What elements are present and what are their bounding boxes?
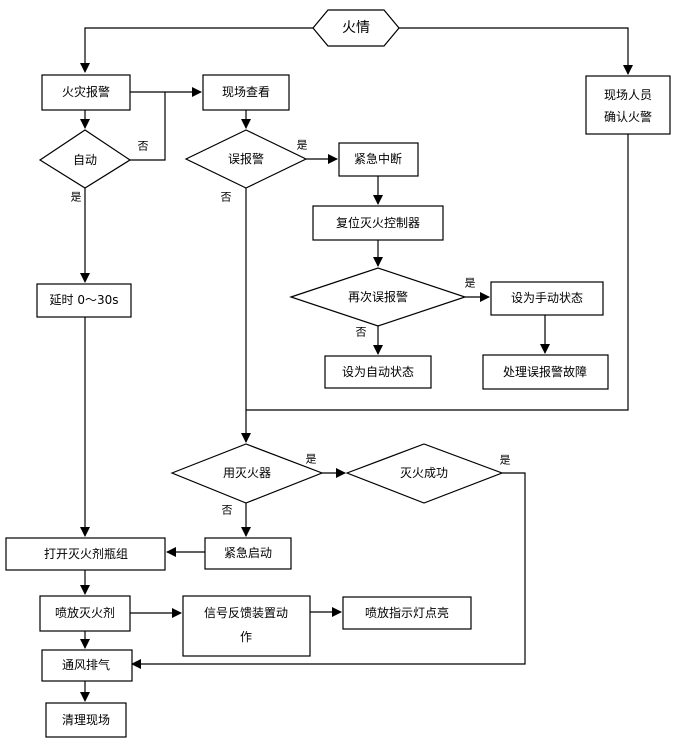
clean-site-label: 清理现场 bbox=[62, 713, 110, 727]
false-alarm-label: 误报警 bbox=[228, 151, 264, 166]
node-handle-fault bbox=[482, 354, 609, 390]
arrow-fire-to-alarm bbox=[80, 27, 313, 73]
again-no-label: 否 bbox=[356, 326, 367, 339]
node-fire-alarm bbox=[41, 74, 131, 111]
auto-yes-label: 是 bbox=[71, 191, 82, 204]
false-alarm-no-label: 否 bbox=[221, 191, 232, 204]
node-extinguish-success bbox=[345, 443, 504, 504]
node-reset-controller bbox=[312, 205, 444, 241]
node-auto bbox=[38, 129, 132, 189]
node-signal-feedback bbox=[182, 595, 311, 657]
signal-feedback-label-2: 作 bbox=[240, 630, 252, 644]
set-manual-label: 设为手动状态 bbox=[511, 291, 583, 305]
false-alarm-again-label: 再次误报警 bbox=[348, 289, 408, 304]
use-yes-label: 是 bbox=[306, 453, 317, 466]
node-emergency-start bbox=[204, 537, 292, 570]
node-emergency-stop bbox=[338, 142, 419, 177]
emergency-start-label: 紧急启动 bbox=[224, 545, 272, 560]
staff-confirm-label-1: 现场人员 bbox=[604, 88, 652, 102]
node-set-auto bbox=[324, 355, 432, 389]
signal-feedback-label-1: 信号反馈装置动 bbox=[204, 606, 288, 620]
node-site-check bbox=[202, 74, 290, 111]
node-ventilation bbox=[41, 649, 133, 682]
fire-label: 火情 bbox=[342, 20, 370, 36]
auto-label: 自动 bbox=[73, 153, 97, 167]
spray-agent-label: 喷放灭火剂 bbox=[55, 605, 115, 620]
ventilation-label: 通风排气 bbox=[62, 657, 110, 672]
connectors bbox=[80, 27, 633, 702]
node-spray-light bbox=[342, 596, 472, 630]
false-alarm-yes-label: 是 bbox=[297, 139, 308, 152]
arrow-auto-no bbox=[130, 92, 166, 161]
spray-light-label: 喷放指示灯点亮 bbox=[365, 605, 449, 620]
arrow-staff-to-extinguisher bbox=[246, 134, 629, 411]
node-false-alarm-again bbox=[289, 267, 467, 327]
site-check-label: 现场查看 bbox=[222, 85, 270, 99]
node-delay bbox=[36, 283, 132, 318]
handle-fault-label: 处理误报警故障 bbox=[503, 364, 587, 379]
arrow-success-to-vent bbox=[131, 472, 526, 669]
auto-no-label: 否 bbox=[138, 140, 149, 153]
use-extinguisher-label: 用灭火器 bbox=[223, 466, 271, 480]
use-no-label: 否 bbox=[222, 504, 233, 517]
node-spray-agent bbox=[39, 595, 131, 632]
node-clean-site bbox=[45, 702, 127, 738]
fire-alarm-label: 火灾报警 bbox=[62, 84, 110, 99]
delay-label: 延时 0～30s bbox=[50, 293, 119, 307]
set-auto-label: 设为自动状态 bbox=[342, 365, 414, 379]
again-yes-label: 是 bbox=[465, 277, 476, 290]
node-shapes bbox=[5, 9, 671, 738]
emergency-stop-label: 紧急中断 bbox=[354, 151, 402, 166]
arrow-fire-to-staff bbox=[399, 27, 633, 75]
extinguish-success-label: 灭火成功 bbox=[400, 466, 448, 480]
open-cylinders-label: 打开灭火剂瓶组 bbox=[44, 546, 128, 561]
node-false-alarm bbox=[184, 129, 308, 189]
node-staff-confirm bbox=[585, 75, 671, 135]
reset-controller-label: 复位灭火控制器 bbox=[336, 215, 420, 230]
success-yes-label: 是 bbox=[500, 454, 511, 467]
staff-confirm-label-2: 确认火警 bbox=[604, 109, 652, 124]
node-use-extinguisher bbox=[170, 443, 324, 504]
node-open-cylinders bbox=[5, 537, 166, 571]
node-fire bbox=[312, 9, 400, 47]
node-set-manual bbox=[490, 281, 604, 316]
